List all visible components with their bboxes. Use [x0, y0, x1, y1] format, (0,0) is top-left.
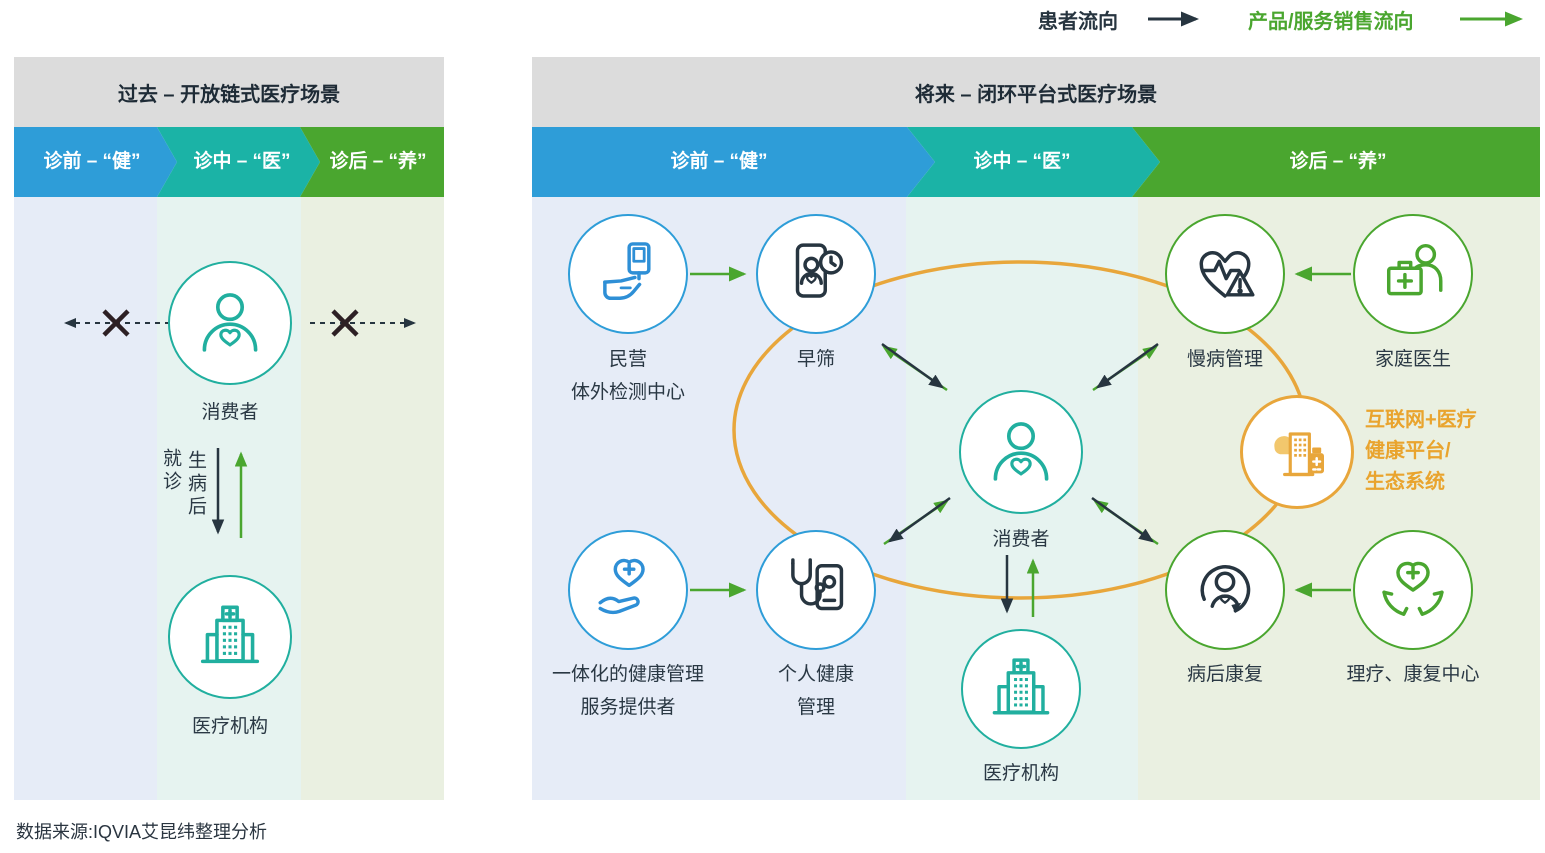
phone-screening-icon — [795, 243, 844, 298]
future-hospital-label: 医疗机构 — [982, 763, 1060, 784]
personal-health-node — [756, 530, 876, 650]
past-stage-band: 诊前 – “健” 诊中 – “医” 诊后 – “养” — [14, 127, 444, 197]
recovery-label: 病后康复 — [1186, 664, 1264, 685]
sales-flow-arrow-icon — [1460, 11, 1523, 27]
past-open-chain-panel: 过去 – 开放链式医疗场景 诊前 – “健” 诊中 – “医” 诊后 – “养” — [14, 57, 444, 800]
stage-pre: 诊前 – “健” — [43, 151, 141, 172]
stage-mid: 诊中 – “医” — [973, 151, 1071, 172]
future-stage-band: 诊前 – “健” 诊中 – “医” 诊后 – “养” — [532, 127, 1540, 197]
recovery-node — [1165, 530, 1285, 650]
glucometer-hand-icon — [603, 242, 651, 301]
future-closed-loop-panel: 将来 – 闭环平台式医疗场景 诊前 – “健” 诊中 – “医” 诊后 – “养… — [532, 57, 1540, 800]
chronic-mgmt-node — [1165, 214, 1285, 334]
past-panel-title: 过去 – 开放链式医疗场景 — [14, 57, 444, 127]
future-panel-title: 将来 – 闭环平台式医疗场景 — [532, 57, 1540, 127]
doctor-kit-icon — [1386, 243, 1443, 296]
past-hospital-label: 医疗机构 — [191, 716, 269, 737]
stage-chevrons — [14, 127, 444, 197]
visit-caption-col2: 生病后 — [185, 450, 206, 519]
integrated-provider-label: 一体化的健康管理 服务提供者 — [551, 664, 705, 718]
physio-rehab-label: 理疗、康复中心 — [1346, 664, 1480, 685]
past-col-post — [301, 197, 444, 800]
stethoscope-device-icon — [791, 558, 844, 611]
stage-pre: 诊前 – “健” — [670, 151, 768, 172]
stage-mid: 诊中 – “医” — [193, 151, 291, 172]
hospital-icon — [200, 605, 260, 664]
consumer-icon — [993, 422, 1049, 481]
past-consumer-node — [168, 261, 292, 385]
past-consumer-label: 消费者 — [201, 402, 259, 423]
visit-caption-col1: 就诊 — [160, 448, 181, 494]
future-consumer-label: 消费者 — [992, 529, 1050, 550]
patient-recovery-cycle-icon — [1200, 565, 1251, 614]
ivd-center-label: 民营 体外检测中心 — [570, 349, 686, 403]
hand-heart-cross-icon — [598, 558, 645, 615]
hospital-icon — [992, 658, 1050, 715]
cloud-platform-icon — [1274, 432, 1324, 477]
early-screening-node — [756, 214, 876, 334]
early-screening-label: 早筛 — [796, 349, 836, 370]
patient-flow-arrow-icon — [1148, 11, 1199, 27]
past-col-pre — [14, 197, 157, 800]
legend-patient-flow-label: 患者流向 — [1038, 11, 1118, 33]
legend-sales-flow-label: 产品/服务销售流向 — [1248, 11, 1414, 33]
stage-post: 诊后 – “养” — [329, 151, 427, 172]
past-hospital-node — [168, 575, 292, 699]
heart-ecg-alert-icon — [1199, 251, 1255, 298]
family-doctor-node — [1353, 214, 1473, 334]
past-panel-body: 消费者 就诊 生病后 — [14, 197, 444, 800]
future-consumer-node — [959, 390, 1083, 514]
physio-rehab-node — [1353, 530, 1473, 650]
ivd-center-node — [568, 214, 688, 334]
data-source-note: 数据来源:IQVIA艾昆纬整理分析 — [16, 822, 268, 842]
integrated-provider-node — [568, 530, 688, 650]
platform-label: 互联网+医疗 健康平台/ 生态系统 — [1365, 409, 1477, 493]
future-panel-body: 民营 体外检测中心 早筛 — [532, 197, 1540, 800]
platform-node — [1240, 395, 1354, 509]
family-doctor-label: 家庭医生 — [1374, 349, 1452, 370]
hands-heart-care-icon — [1382, 561, 1444, 617]
stage-chevrons — [532, 127, 1540, 197]
stage-post: 诊后 – “养” — [1289, 151, 1387, 172]
consumer-icon — [202, 293, 258, 352]
past-flow-arrows — [64, 309, 416, 538]
chronic-mgmt-label: 慢病管理 — [1186, 349, 1264, 370]
personal-health-label: 个人健康 管理 — [777, 664, 855, 718]
future-hospital-node — [961, 629, 1081, 749]
